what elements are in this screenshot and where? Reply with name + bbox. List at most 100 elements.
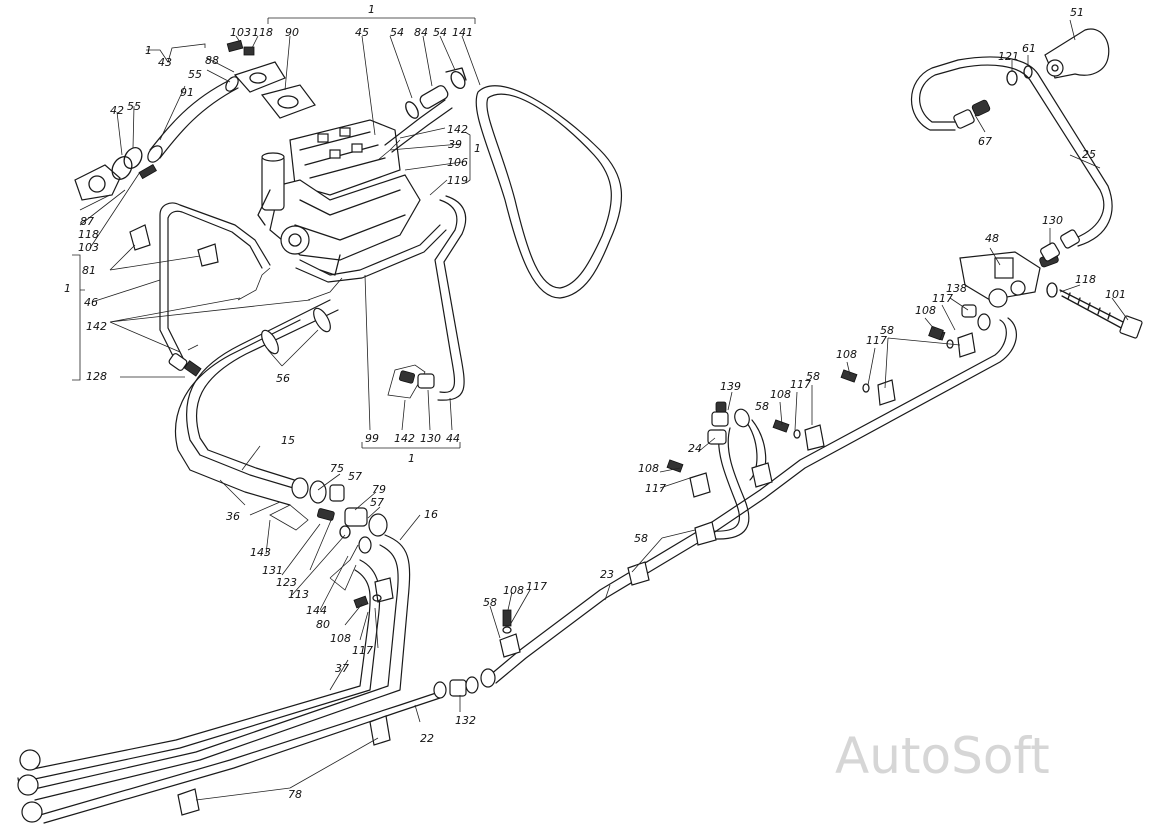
callout-131: 131 [262, 564, 283, 577]
wire-142a [237, 267, 271, 301]
fitting-130-right [1040, 229, 1080, 262]
callout-55a: 55 [188, 68, 202, 81]
callout-25: 25 [1082, 148, 1096, 161]
callout-55b: 55 [127, 100, 141, 113]
callout-58d: 58 [634, 532, 648, 545]
callout-58c: 58 [755, 400, 769, 413]
callout-117b: 117 [866, 334, 887, 347]
intake-hose-91 [74, 76, 239, 201]
callout-58f: 58 [483, 596, 497, 609]
clip-81 [129, 224, 219, 267]
watermark: AutoSoft [835, 727, 1050, 785]
coupling-132 [433, 668, 496, 699]
callout-118a: 118 [252, 26, 273, 39]
callout-58b: 58 [806, 370, 820, 383]
fitting-130-mid [398, 370, 435, 389]
callout-45: 45 [355, 26, 369, 39]
drive-belt-141 [475, 85, 623, 299]
callout-78: 78 [288, 788, 302, 801]
callout-81: 81 [82, 264, 96, 277]
callout-15: 15 [281, 434, 295, 447]
callout-99: 99 [365, 432, 379, 445]
callout-108e: 108 [330, 632, 351, 645]
callout-44: 44 [446, 432, 460, 445]
fitting-139 [707, 401, 750, 445]
callout-103b: 103 [78, 241, 99, 254]
callout-106: 106 [447, 156, 468, 169]
wire-143 [269, 504, 309, 531]
callout-128: 128 [86, 370, 107, 383]
callout-141: 141 [452, 26, 473, 39]
callout-54b: 54 [433, 26, 447, 39]
callout-130a: 130 [420, 432, 441, 445]
valve-51 [1006, 28, 1110, 86]
clamp-58-group [499, 327, 976, 658]
callout-123: 123 [276, 576, 297, 589]
compressor-assembly [257, 119, 421, 276]
clip-80 [353, 577, 394, 609]
pipe-22 [39, 689, 446, 816]
callout-24: 24 [688, 442, 702, 455]
callout-117f: 117 [526, 580, 547, 593]
wire-142c [387, 364, 426, 399]
callout-90: 90 [285, 26, 299, 39]
gasket-90 [226, 39, 316, 119]
pipe-16 [34, 534, 411, 801]
callout-118c: 118 [1075, 273, 1096, 286]
callout-108f: 108 [503, 584, 524, 597]
callout-84: 84 [414, 26, 428, 39]
callout-1-43: 1 [145, 44, 152, 57]
callout-142a: 142 [447, 123, 468, 136]
callout-130b: 130 [1042, 214, 1063, 227]
callout-144: 144 [306, 604, 327, 617]
callout-143: 143 [250, 546, 271, 559]
callout-101: 101 [1105, 288, 1126, 301]
pipe-23 [489, 319, 1007, 676]
callout-58a: 58 [880, 324, 894, 337]
callout-1-top: 1 [368, 3, 375, 16]
callout-51: 51 [1070, 6, 1084, 19]
callout-80: 80 [316, 618, 330, 631]
pipe-15 [185, 299, 331, 491]
callout-108a: 108 [915, 304, 936, 317]
bolt-101 [1046, 282, 1143, 339]
callout-75: 75 [330, 462, 344, 475]
wire-144 [329, 544, 359, 591]
clip-78 [177, 715, 391, 816]
hose-84 [384, 67, 467, 153]
callout-103a: 103 [230, 26, 251, 39]
callout-57a: 57 [348, 470, 362, 483]
callout-37: 37 [335, 662, 349, 675]
callout-117d: 117 [645, 482, 666, 495]
fitting-67 [953, 99, 991, 129]
leader-lines [72, 17, 1129, 801]
callout-108b: 108 [836, 348, 857, 361]
pipe-36 [175, 319, 301, 506]
callout-56: 56 [276, 372, 290, 385]
callout-118b: 118 [78, 228, 99, 241]
callout-48: 48 [985, 232, 999, 245]
callout-1-left: 1 [64, 282, 71, 295]
pipe-24 [699, 429, 740, 532]
governor-48 [959, 251, 1059, 308]
callout-117a: 117 [932, 292, 953, 305]
fitting-stack [291, 477, 388, 554]
callout-142b: 142 [86, 320, 107, 333]
callout-61: 61 [1022, 42, 1036, 55]
callouts: 1 103 118 90 45 54 84 54 141 51 121 61 1… [64, 3, 1126, 801]
callout-39: 39 [448, 138, 462, 151]
callout-87: 87 [80, 215, 94, 228]
callout-91: 91 [180, 86, 194, 99]
callout-79: 79 [372, 483, 386, 496]
callout-117c: 117 [790, 378, 811, 391]
callout-142c: 142 [394, 432, 415, 445]
pipe-46 [159, 202, 271, 361]
pipe-44 [434, 199, 458, 393]
clamp-56 [261, 307, 331, 355]
callout-23: 23 [600, 568, 614, 581]
callout-132: 132 [455, 714, 476, 727]
callout-22: 22 [420, 732, 434, 745]
callout-108c: 108 [770, 388, 791, 401]
callout-88: 88 [205, 54, 219, 67]
